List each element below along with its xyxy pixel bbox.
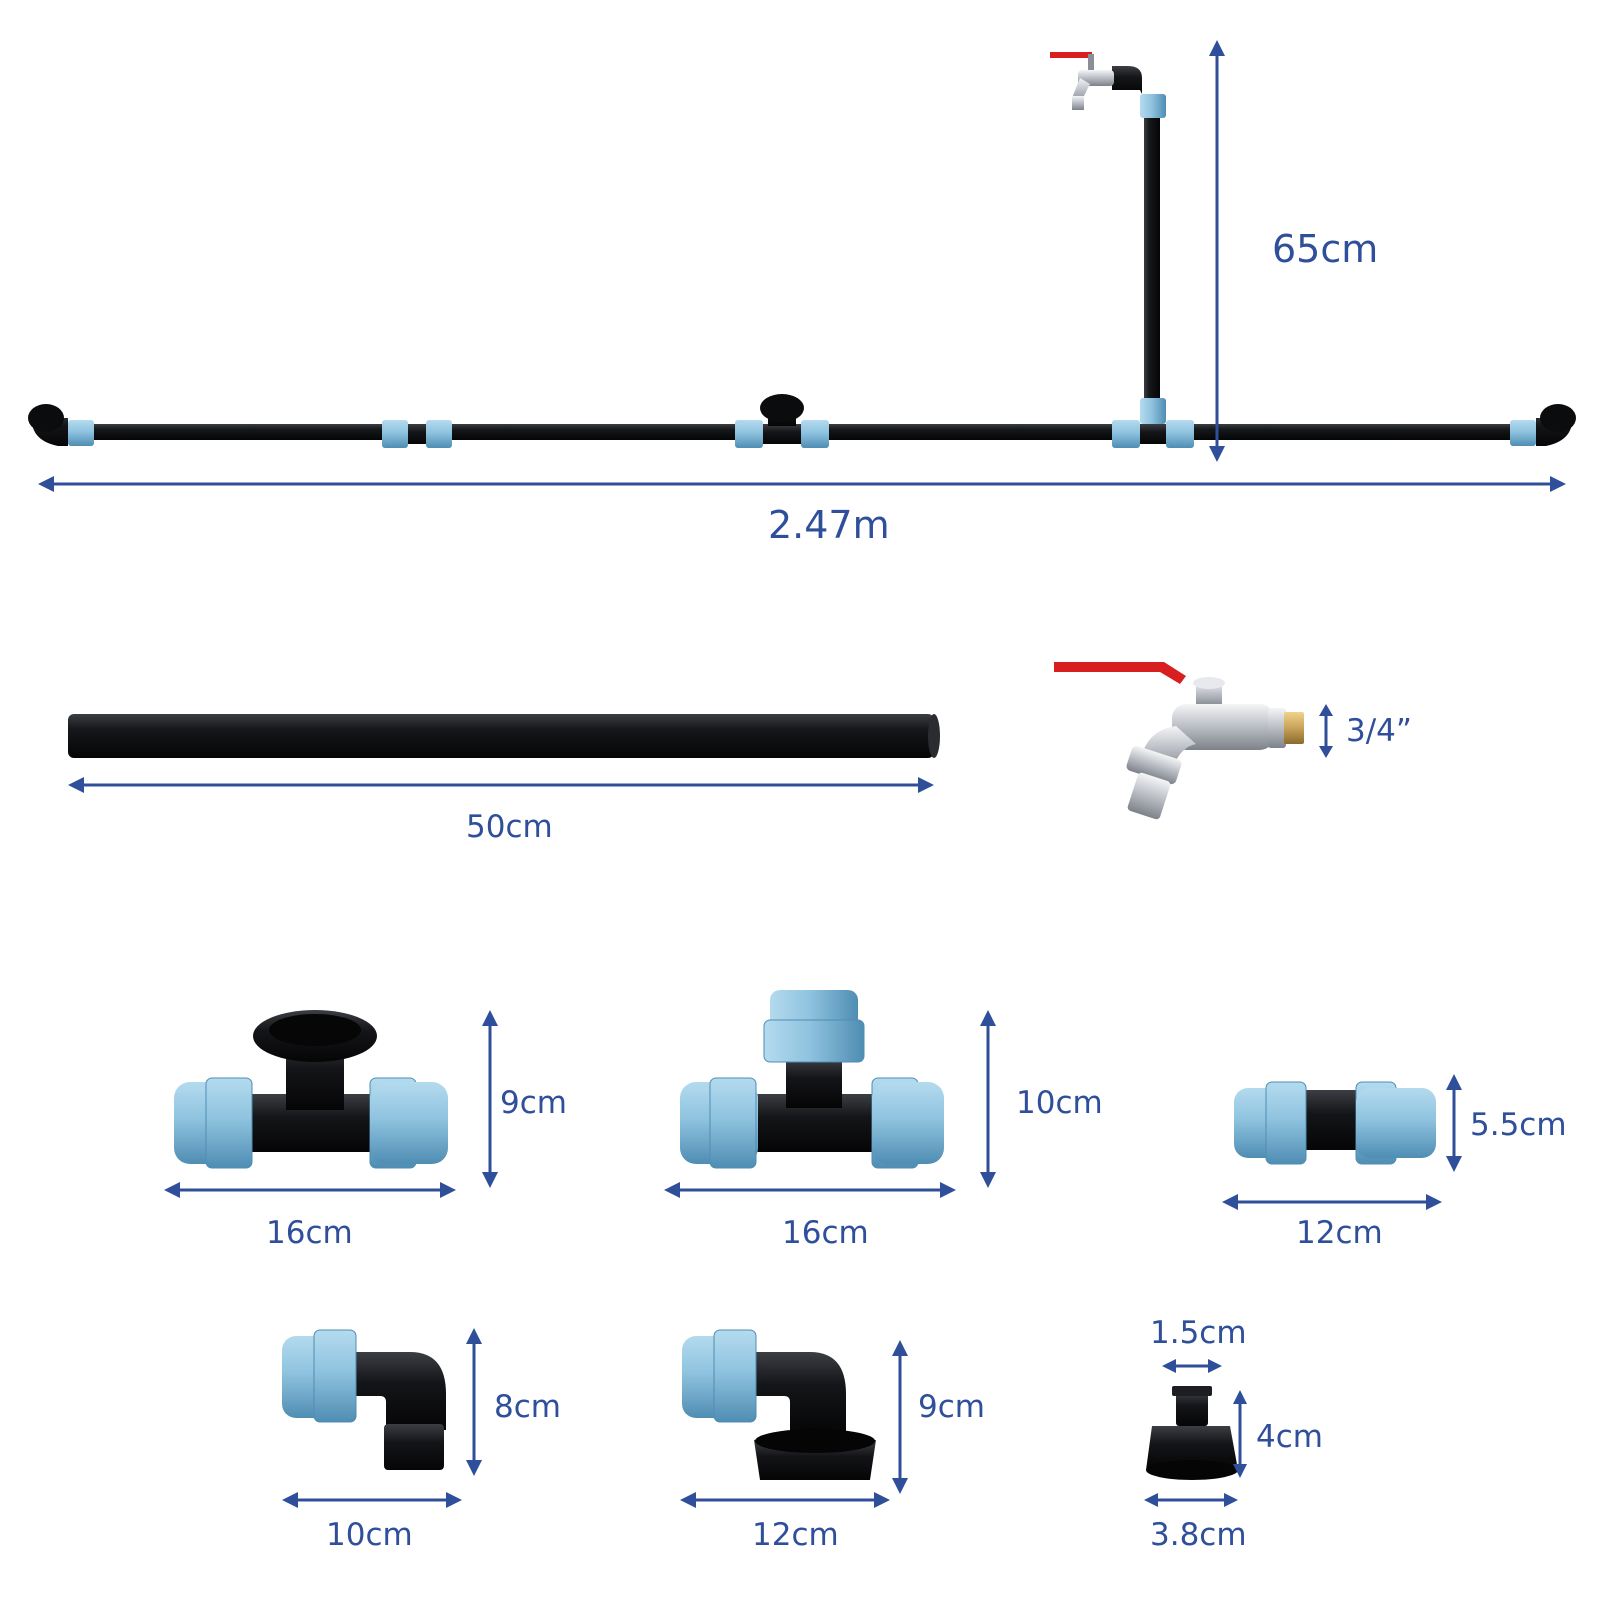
elbow-small-illustration xyxy=(282,1328,482,1508)
elbow-small-height-label: 8cm xyxy=(494,1389,561,1425)
riser-pipe xyxy=(1144,110,1160,410)
tap-thread-dimension-line xyxy=(1319,704,1333,758)
tee-female-height-dimension-line xyxy=(482,1010,498,1188)
riser-height-dimension-line xyxy=(1209,40,1225,462)
hose-adapter-top-width-dimension-line xyxy=(1162,1359,1222,1373)
hose-adapter-height-dimension-line xyxy=(1233,1390,1247,1478)
tee-equal-illustration xyxy=(664,990,996,1198)
riser-top-elbow xyxy=(1112,66,1166,118)
tee-equal-width-dimension-line xyxy=(664,1182,956,1198)
assembly-illustration xyxy=(28,40,1576,492)
elbow-small-width-label: 10cm xyxy=(326,1517,413,1553)
assembly-length-dimension-line xyxy=(38,476,1566,492)
pipe-section-illustration xyxy=(68,714,940,793)
tee-equal-height-label: 10cm xyxy=(1016,1085,1103,1121)
tap-brass-thread xyxy=(1284,712,1304,744)
pipe-length-dimension-line xyxy=(68,777,934,793)
pipe-length-label: 50cm xyxy=(466,809,553,845)
riser-tap xyxy=(1050,52,1114,110)
left-end-elbow xyxy=(28,404,94,446)
tap-illustration xyxy=(1054,662,1333,820)
right-end-elbow xyxy=(1510,404,1576,446)
tee-female-illustration xyxy=(164,1010,498,1198)
hose-adapter-width-label: 3.8cm xyxy=(1150,1517,1247,1553)
straight-coupler-width-dimension-line xyxy=(1222,1194,1442,1210)
elbow-ibc-height-label: 9cm xyxy=(918,1389,985,1425)
hose-adapter-width-dimension-line xyxy=(1144,1493,1238,1507)
hose-adapter-top-width-label: 1.5cm xyxy=(1150,1315,1247,1351)
hose-adapter-height-label: 4cm xyxy=(1256,1419,1323,1455)
tap-handle xyxy=(1054,662,1186,684)
straight-coupler-height-label: 5.5cm xyxy=(1470,1107,1567,1143)
tee-equal-width-label: 16cm xyxy=(782,1215,869,1251)
inline-female-tee xyxy=(735,394,829,448)
pipe-section xyxy=(68,714,934,758)
hose-adapter-illustration xyxy=(1144,1359,1247,1507)
straight-coupler-width-label: 12cm xyxy=(1296,1215,1383,1251)
straight-coupler-illustration xyxy=(1222,1074,1462,1210)
tee-female-width-label: 16cm xyxy=(266,1215,353,1251)
tap-hose-barb xyxy=(1127,772,1171,820)
inline-straight-coupler xyxy=(382,420,452,448)
elbow-ibc-height-dimension-line xyxy=(892,1340,908,1494)
elbow-ibc-illustration xyxy=(680,1329,908,1508)
straight-coupler-height-dimension-line xyxy=(1446,1074,1462,1172)
elbow-ibc-width-dimension-line xyxy=(680,1492,890,1508)
elbow-small-width-dimension-line xyxy=(282,1492,462,1508)
tee-equal-height-dimension-line xyxy=(980,1010,996,1188)
tap-body xyxy=(1172,704,1274,750)
elbow-small-height-dimension-line xyxy=(466,1328,482,1476)
inline-equal-tee xyxy=(1112,398,1194,448)
tee-female-width-dimension-line xyxy=(164,1182,456,1198)
elbow-ibc-width-label: 12cm xyxy=(752,1517,839,1553)
assembly-length-label: 2.47m xyxy=(768,503,890,547)
tee-female-height-label: 9cm xyxy=(500,1085,567,1121)
tap-thread-label: 3/4” xyxy=(1346,713,1412,749)
riser-height-label: 65cm xyxy=(1272,227,1379,271)
